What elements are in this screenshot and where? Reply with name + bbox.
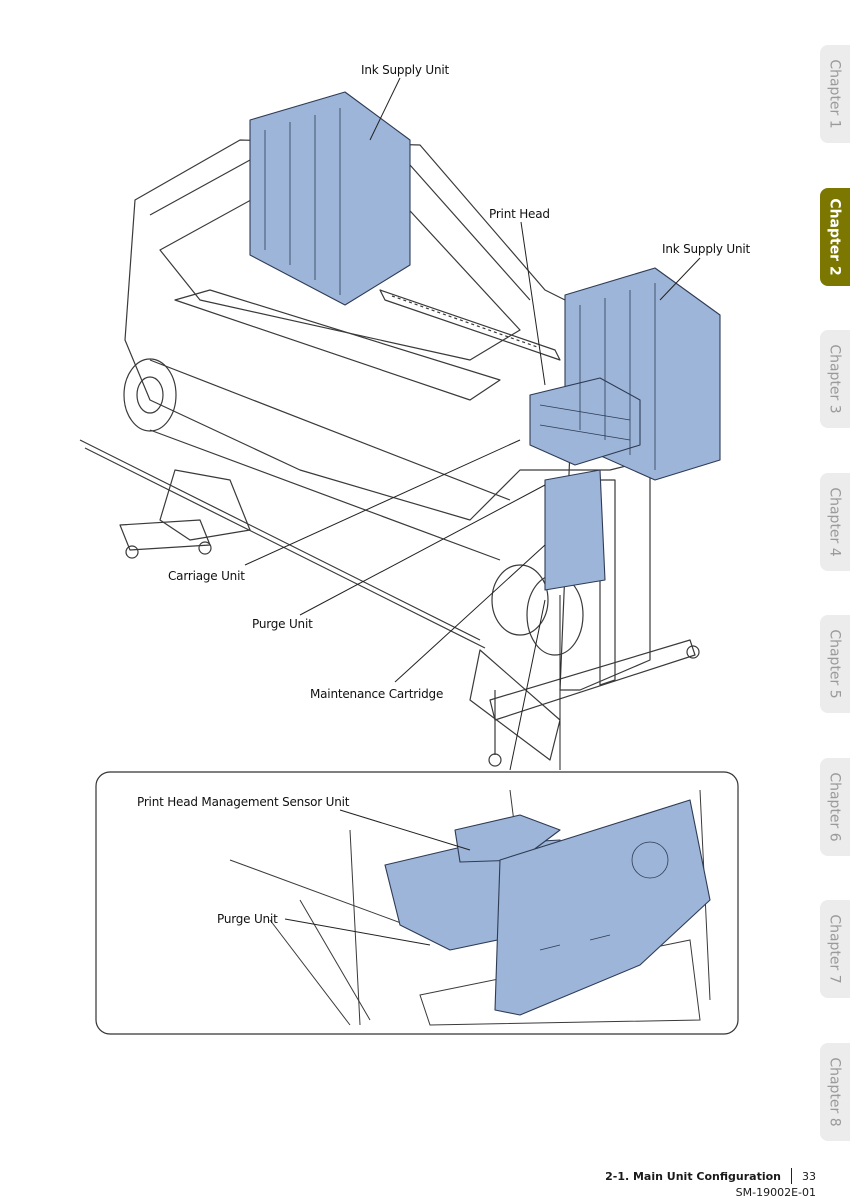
tab-chapter-5-label: Chapter 5 [827, 629, 843, 699]
page-footer: 2-1. Main Unit Configuration 33 SM-19002… [605, 1168, 816, 1199]
print-head-shape [529, 377, 641, 466]
callout-maintenance-cartridge: Maintenance Cartridge [310, 687, 444, 701]
inset-callout-purge-unit: Purge Unit [217, 912, 278, 926]
footer-section-title: 2-1. Main Unit Configuration [605, 1169, 781, 1183]
tab-chapter-1[interactable]: Chapter 1 [820, 45, 850, 143]
tab-chapter-8[interactable]: Chapter 8 [820, 1043, 850, 1141]
inset-sensor-unit-shape [454, 814, 561, 863]
tab-chapter-5[interactable]: Chapter 5 [820, 615, 850, 713]
document-code: SM-19002E-01 [735, 1186, 816, 1199]
printer-illustration [79, 77, 739, 1035]
callout-purge-unit: Purge Unit [252, 617, 313, 631]
tab-chapter-2[interactable]: Chapter 2 [820, 188, 850, 286]
callout-carriage-unit: Carriage Unit [168, 569, 245, 583]
tab-chapter-6[interactable]: Chapter 6 [820, 758, 850, 856]
tab-chapter-3[interactable]: Chapter 3 [820, 330, 850, 428]
purge-unit-shape [544, 469, 606, 591]
tab-chapter-7[interactable]: Chapter 7 [820, 900, 850, 998]
tab-chapter-2-label: Chapter 2 [827, 198, 844, 276]
page-number: 33 [802, 1169, 816, 1183]
tab-chapter-4[interactable]: Chapter 4 [820, 473, 850, 571]
ink-supply-unit-left-shape [249, 91, 411, 306]
tab-chapter-8-label: Chapter 8 [827, 1057, 843, 1127]
callout-print-head: Print Head [489, 207, 550, 221]
inset-callout-sensor-unit: Print Head Management Sensor Unit [137, 795, 350, 809]
callout-ink-supply-unit-left: Ink Supply Unit [361, 63, 450, 77]
tab-chapter-1-label: Chapter 1 [827, 59, 843, 129]
printer-body [124, 139, 656, 521]
tab-chapter-7-label: Chapter 7 [827, 914, 843, 984]
callout-ink-supply-unit-right: Ink Supply Unit [662, 242, 751, 256]
tab-chapter-6-label: Chapter 6 [827, 772, 843, 842]
footer-separator [791, 1168, 792, 1184]
inset-side-panel-shape [494, 799, 711, 1016]
tab-chapter-3-label: Chapter 3 [827, 344, 843, 414]
tab-chapter-4-label: Chapter 4 [827, 487, 843, 557]
